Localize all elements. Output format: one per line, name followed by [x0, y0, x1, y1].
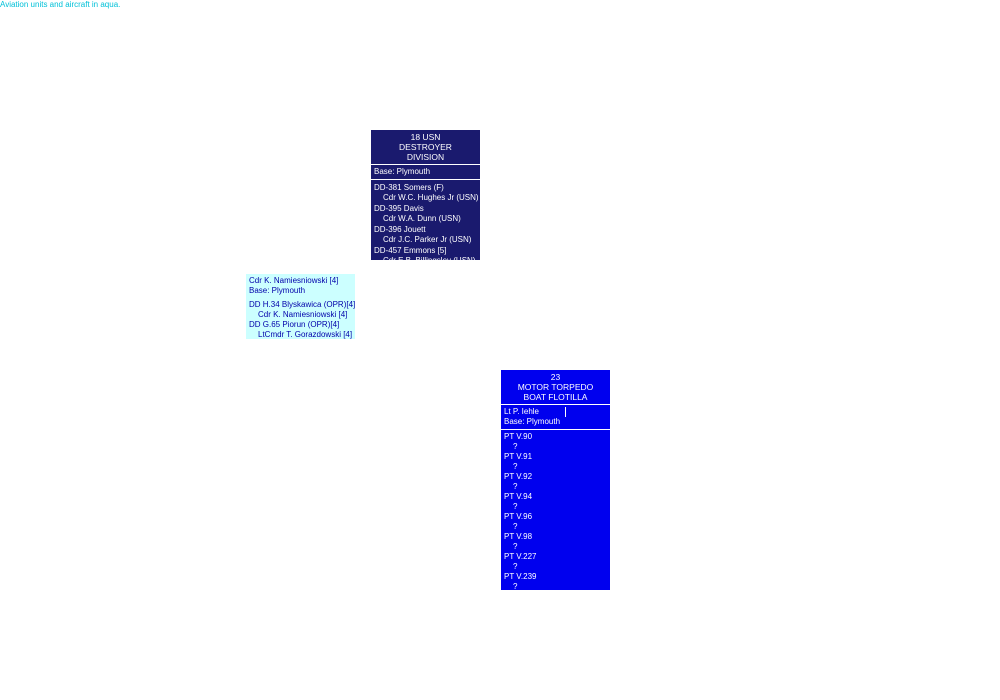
mtb-flotilla-box[interactable]: 23 MOTOR TORPEDO BOAT FLOTILLA Lt P. Ieh…: [501, 370, 610, 593]
flotilla-title: 23 MOTOR TORPEDO BOAT FLOTILLA: [501, 370, 610, 403]
divider: [501, 429, 610, 430]
boat-entry: PT V.91 ?: [504, 452, 607, 472]
ship-name: DD-457 Emmons [5]: [374, 246, 447, 255]
boat-entry: PT V.98 ?: [504, 532, 607, 552]
boat-entry: PT V.92 ?: [504, 472, 607, 492]
usn-destroyer-division-box[interactable]: 18 USN DESTROYER DIVISION Base: Plymouth…: [371, 130, 480, 265]
ship-entry: DD-381 Somers (F) Cdr W.C. Hughes Jr (US…: [374, 183, 479, 203]
boat-commander: ?: [513, 502, 518, 511]
title-line: 23: [550, 372, 561, 382]
text-cursor: [565, 407, 566, 417]
division-title: 18 USN DESTROYER DIVISION: [371, 130, 480, 163]
polish-destroyer-group-box[interactable]: Cdr K. Namiesniowski [4] Base: Plymouth …: [246, 274, 355, 339]
boat-commander: ?: [513, 542, 518, 551]
boat-commander: ?: [513, 482, 518, 491]
title-line: BOAT FLOTILLA: [523, 392, 588, 402]
ship-commander: Cdr W.C. Hughes Jr (USN): [383, 193, 479, 202]
boat-entry: PT V.94 ?: [504, 492, 607, 512]
boat-name: PT V.96: [504, 512, 533, 521]
group-commander: Cdr K. Namiesniowski [4]: [249, 276, 339, 285]
flotilla-command: Lt P. Iehle Base: Plymouth: [501, 406, 610, 428]
title-line: DIVISION: [406, 152, 445, 162]
boat-entry: PT V.90 ?: [504, 432, 607, 452]
boat-name: PT V.94: [504, 492, 533, 501]
boat-name: PT V.90: [504, 432, 533, 441]
ship-name: DD-395 Davis: [374, 204, 424, 213]
ship-commander: Cdr J.C. Parker Jr (USN): [383, 235, 472, 244]
ship-commander: Cdr W.A. Dunn (USN): [383, 214, 461, 223]
group-base: Base: Plymouth: [249, 286, 306, 295]
flotilla-base: Base: Plymouth: [504, 417, 561, 426]
ship-entry: DD-395 Davis Cdr W.A. Dunn (USN): [374, 204, 477, 224]
boat-entry: PT V.239 ?: [504, 572, 607, 592]
boat-name: PT V.91: [504, 452, 533, 461]
ship-commander: Cdr K. Namiesniowski [4]: [258, 310, 348, 319]
title-line: 18 USN: [410, 132, 441, 142]
boat-name: PT V.98: [504, 532, 533, 541]
boat-entry: PT V.227 ?: [504, 552, 607, 572]
divider: [371, 179, 480, 180]
ship-name: DD-381 Somers (F): [374, 183, 444, 192]
flotilla-commander: Lt P. Iehle: [504, 407, 539, 416]
ship-commander: Cdr E.B. Billingsley (USN): [383, 256, 476, 265]
boat-list: PT V.90 ? PT V.91 ? PT V.92 ? PT V.94 ? …: [501, 431, 610, 593]
division-base: Base: Plymouth: [374, 167, 431, 176]
boat-name: PT V.239: [504, 572, 537, 581]
boat-name: PT V.227: [504, 552, 537, 561]
boat-name: PT V.92: [504, 472, 533, 481]
boat-commander: ?: [513, 522, 518, 531]
ship-list: DD-381 Somers (F) Cdr W.C. Hughes Jr (US…: [371, 181, 480, 267]
ship-entry: DD-457 Emmons [5] Cdr E.B. Billingsley (…: [374, 246, 477, 266]
title-line: MOTOR TORPEDO: [517, 382, 594, 392]
boat-commander: ?: [513, 582, 518, 591]
boat-commander: ?: [513, 442, 518, 451]
ship-commander: LtCmdr T. Gorazdowski [4]: [258, 330, 353, 339]
divider: [501, 404, 610, 405]
divider: [371, 164, 480, 165]
ship-name: DD-396 Jouett: [374, 225, 426, 234]
ship-name: DD G.65 Piorun (OPR)[4]: [249, 320, 340, 329]
ship-name: DD H.34 Blyskawica (OPR)[4]: [249, 300, 356, 309]
ship-entry: DD-396 Jouett Cdr J.C. Parker Jr (USN): [374, 225, 477, 245]
boat-commander: ?: [513, 462, 518, 471]
title-line: DESTROYER: [399, 142, 452, 152]
boat-entry: PT V.96 ?: [504, 512, 607, 532]
legend-note: Aviation units and aircraft in aqua.: [0, 0, 121, 9]
boat-commander: ?: [513, 562, 518, 571]
